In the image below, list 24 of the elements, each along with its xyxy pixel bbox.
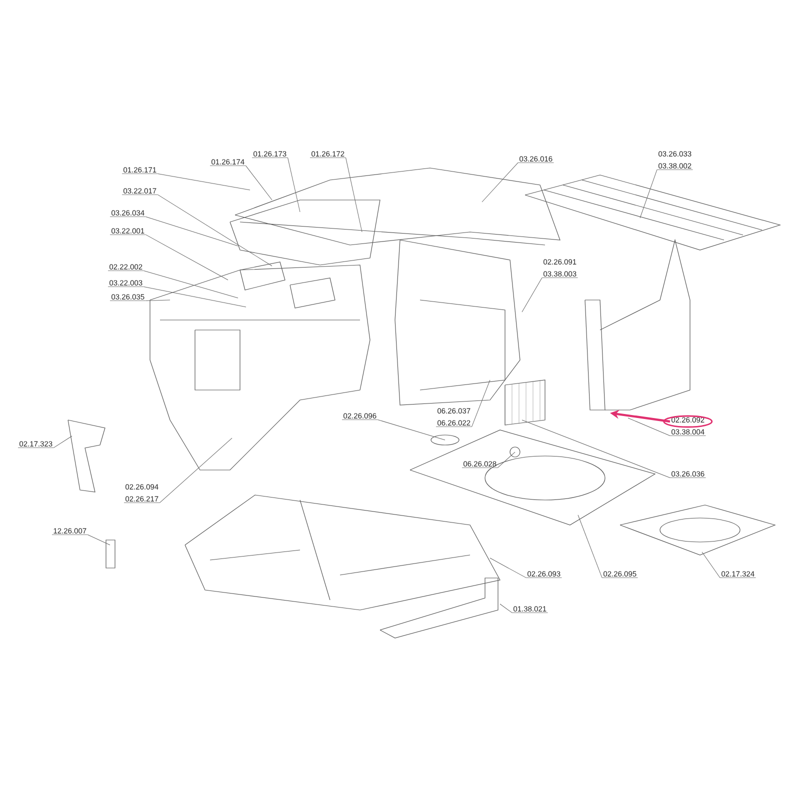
leader-line: [158, 194, 272, 266]
leader-line: [346, 157, 362, 232]
leader-line: [640, 169, 658, 218]
leader-line: [498, 452, 516, 468]
leader-line: [144, 270, 238, 298]
leader-line: [702, 552, 720, 578]
leader-line: [146, 300, 170, 301]
leader-line: [378, 419, 446, 440]
leader-line: [246, 165, 272, 200]
leader-line: [88, 534, 110, 546]
leader-line: [522, 420, 670, 478]
leader-line: [288, 157, 300, 212]
leader-line: [146, 216, 238, 246]
leader-line: [54, 436, 72, 448]
leader-line: [146, 234, 228, 280]
leader-line: [490, 558, 526, 578]
leader-line: [500, 604, 512, 613]
leader-line: [144, 286, 246, 308]
leader-line: [160, 438, 232, 503]
leader-line: [628, 418, 670, 436]
leader-line: [522, 277, 542, 312]
leader-line: [482, 162, 518, 202]
leader-line: [578, 514, 602, 578]
leader-line: [158, 173, 250, 190]
